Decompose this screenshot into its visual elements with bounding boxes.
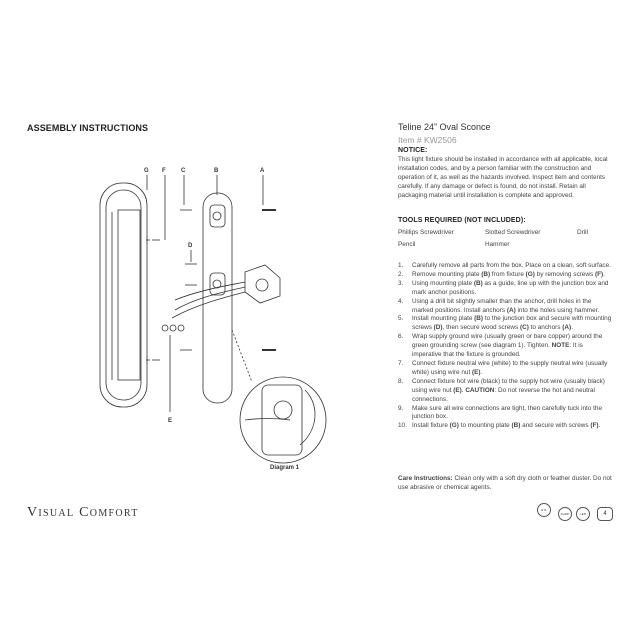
tool-phillips: Phillips Screwdriver: [398, 229, 454, 236]
bulb-count-badge: 4: [597, 507, 613, 521]
junction-box: [244, 264, 281, 304]
step-number: 4.: [398, 297, 404, 305]
step-text: (E): [472, 368, 481, 376]
label-a: A: [260, 168, 265, 174]
step-text: (F): [594, 270, 604, 278]
step-number: 8.: [398, 377, 404, 385]
step-item: 1. Carefully remove all parts from the bo…: [398, 262, 612, 271]
item-number: Item # KW2506: [398, 135, 457, 145]
detail-circle: [231, 329, 327, 464]
step-text: : It is imperative that the fixture is g…: [412, 342, 583, 359]
step-text: NOTE: [551, 342, 570, 350]
tool-pencil: Pencil: [398, 241, 416, 248]
step-text: (A): [506, 306, 516, 314]
step-item: 9. Make sure all wire connections are tig…: [398, 405, 612, 423]
step-item: 4. Using a drill bit slightly smaller tha…: [398, 298, 612, 316]
step-text: .: [480, 368, 483, 376]
label-e: E: [168, 418, 172, 424]
notice-heading: NOTICE:: [398, 147, 428, 154]
label-d: D: [188, 243, 193, 249]
tool-hammer: Hammer: [485, 241, 510, 248]
label-f: F: [162, 168, 166, 174]
step-text: (A): [562, 324, 572, 332]
label-c: C: [181, 168, 186, 174]
step-text: Remove mounting plate: [412, 270, 482, 278]
step-text: (E): [453, 386, 462, 394]
assembly-diagram: G F C B A D E Diagram 1: [99, 168, 327, 471]
notice-section: NOTICE: This light fixture should be ins…: [398, 147, 612, 201]
step-text: and secure with screws: [520, 422, 591, 430]
step-text: .: [598, 422, 601, 430]
step-item: 10. Install fixture (G) to mounting plate…: [398, 422, 612, 431]
step-text: .: [603, 270, 605, 278]
screws: [152, 209, 276, 361]
step-text: .: [461, 386, 466, 394]
step-number: 3.: [398, 279, 404, 287]
step-text: .: [571, 324, 573, 332]
step-number: 1.: [398, 262, 404, 269]
step-text: as a guide, line up with the junction bo…: [412, 279, 609, 296]
mounting-plate: [202, 192, 233, 404]
product-title: Teline 24” Oval Sconce: [398, 122, 491, 132]
step-number: 10.: [398, 422, 407, 430]
step-text: Using a drill bit slightly smaller than …: [412, 297, 592, 314]
care-instructions: Care Instructions: Clean only with a sof…: [398, 475, 612, 493]
step-text: (C): [519, 324, 529, 332]
step-text: (F): [590, 422, 599, 430]
damp-rated-icon: DAMP: [558, 507, 572, 521]
step-text: Using mounting plate: [412, 279, 474, 287]
step-text: to mounting plate: [458, 422, 512, 430]
step-text: (B): [474, 315, 484, 323]
step-text: Install fixture: [412, 422, 450, 430]
assembly-heading: ASSEMBLY INSTRUCTIONS: [27, 123, 149, 133]
led-icon: LED: [576, 507, 590, 521]
tools-heading: TOOLS REQUIRED (NOT INCLUDED):: [398, 217, 526, 224]
step-text: CAUTION: [465, 386, 495, 394]
step-text: to the junction box and secure with moun…: [412, 315, 612, 332]
step-number: 2.: [398, 270, 404, 278]
care-text: Clean only with a soft dry cloth or feat…: [398, 475, 612, 491]
care-label: Care Instructions:: [398, 475, 453, 482]
steps-list: 1. Carefully remove all parts from the bo…: [398, 262, 612, 431]
step-text: Make sure all wire connections are tight…: [412, 404, 603, 421]
step-text: Connect fixture neutral wire (white) to …: [412, 359, 608, 376]
step-number: 7.: [398, 359, 404, 367]
step-text: Install mounting plate: [412, 315, 475, 323]
tool-slotted: Slotted Screwdriver: [485, 229, 541, 236]
label-b: B: [214, 168, 219, 174]
step-text: by removing screws: [534, 270, 595, 278]
step-text: (G): [525, 270, 535, 278]
step-text: , then secure wood screws: [442, 324, 520, 332]
step-text: from fixture: [490, 270, 526, 278]
step-item: 8. Connect fixture hot wire (black) to th…: [398, 378, 612, 405]
step-item: 2. Remove mounting plate (B) from fixture…: [398, 271, 612, 280]
step-item: 6. Wrap supply ground wire (usually green…: [398, 333, 612, 360]
wire-nuts: [161, 324, 185, 332]
step-text: Wrap supply ground wire (usually green o…: [412, 333, 603, 350]
tool-drill: Drill: [577, 229, 589, 236]
step-number: 6.: [398, 333, 404, 341]
step-item: 5. Install mounting plate (B) to the junc…: [398, 315, 612, 333]
step-item: 7. Connect fixture neutral wire (white) t…: [398, 360, 612, 378]
step-number: 5.: [398, 315, 404, 323]
brand-logo: Visual Comfort: [27, 505, 139, 520]
label-g: G: [144, 168, 149, 174]
step-text: into the holes using hammer.: [515, 306, 600, 314]
step-text: (D): [433, 324, 443, 332]
step-number: 9.: [398, 404, 404, 412]
step-text: (B): [511, 422, 521, 430]
diagram-caption: Diagram 1: [270, 465, 300, 471]
step-text: Carefully remove all parts from the box.…: [412, 262, 611, 269]
step-text: : Do not reverse the hot and neutral con…: [412, 386, 595, 403]
step-text: Connect fixture hot wire (black) to the …: [412, 377, 605, 394]
notice-body: This light fixture should be installed i…: [398, 156, 608, 199]
step-text: (G): [449, 422, 459, 430]
fixture-body: [99, 182, 150, 408]
step-item: 3. Using mounting plate (B) as a guide, l…: [398, 280, 612, 298]
step-text: to anchors: [528, 324, 563, 332]
step-text: (B): [481, 270, 491, 278]
step-text: (B): [473, 279, 483, 287]
etl-certification-icon: ETL: [537, 503, 551, 517]
